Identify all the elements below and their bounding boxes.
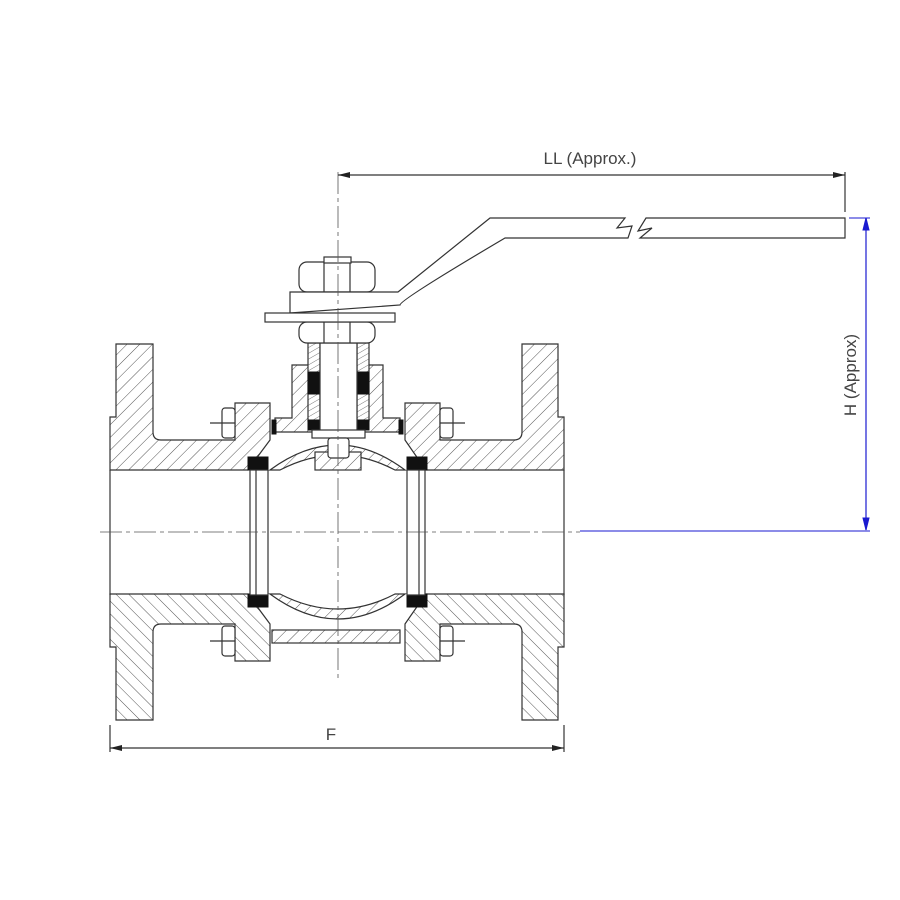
right-seat-seal [406,456,428,471]
upper-nut [298,256,376,293]
right-bolt [439,407,465,439]
f-dimension-label: F [326,725,336,744]
handle-plate [264,312,396,323]
ball-bottom [268,593,407,620]
handle-lever [289,217,633,314]
h-dimension [580,217,870,532]
bottom-plate [271,629,401,644]
left-seat-seal [247,456,269,471]
stem [319,342,358,437]
valve-body-half [109,343,565,471]
packing-left [307,371,321,395]
ll-dimension-label: LL (Approx.) [544,149,637,168]
left-end-body [109,343,271,471]
left-seat [249,469,269,596]
right-seat [406,469,426,596]
f-dimension [109,725,565,752]
lower-nut [298,321,376,344]
ll-dimension [338,172,846,212]
ball-top [268,444,407,471]
h-dimension-label: H (Approx) [841,334,860,416]
left-bolt [210,407,236,439]
packing-right [356,371,370,395]
right-end-body [404,343,565,471]
